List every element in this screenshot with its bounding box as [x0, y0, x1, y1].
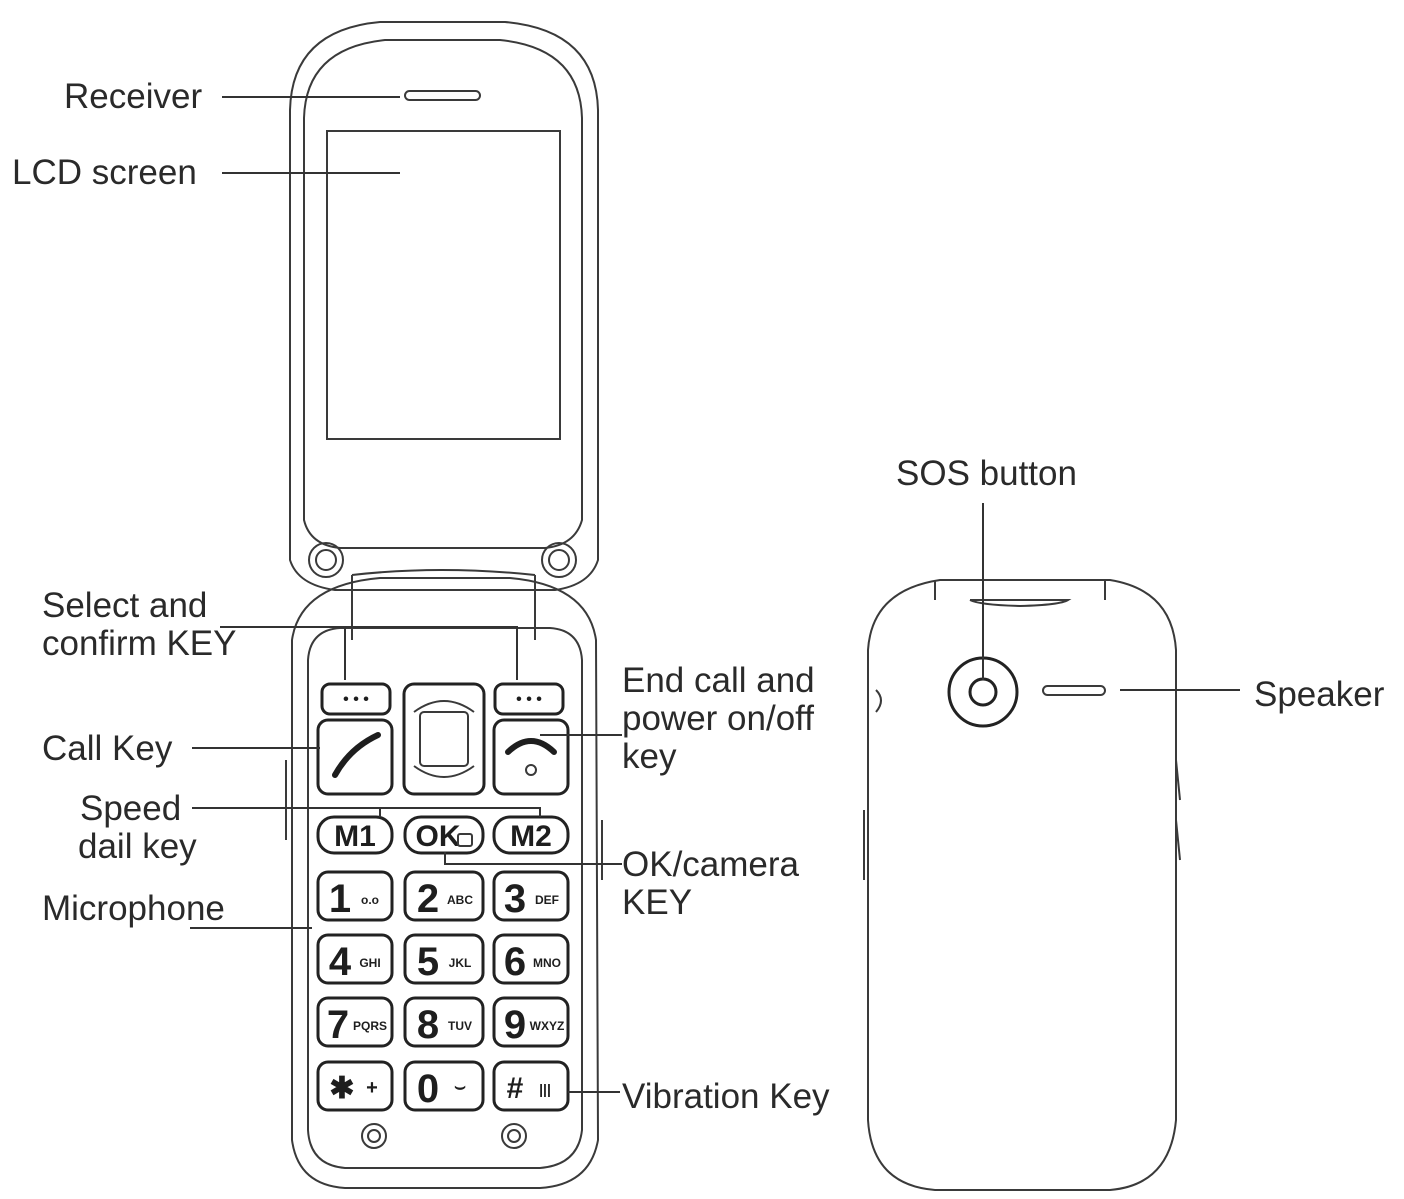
speaker-slot — [1042, 685, 1106, 696]
svg-text:⌣: ⌣ — [454, 1076, 466, 1096]
callout-labels: Receiver LCD screen Select and confirm K… — [12, 77, 1385, 1116]
key-3[interactable] — [492, 870, 570, 922]
label-speed-dial-1: Speed — [80, 789, 181, 828]
key-hash[interactable] — [492, 1060, 570, 1112]
label-ok-camera-2: KEY — [622, 883, 692, 922]
sos-button-center — [968, 677, 998, 707]
key-5[interactable] — [403, 933, 485, 985]
camera-icon — [457, 833, 473, 847]
svg-text:0: 0 — [417, 1067, 439, 1111]
label-microphone: Microphone — [42, 889, 225, 928]
m2-label: M2 — [510, 820, 552, 853]
svg-text:|||: ||| — [539, 1081, 551, 1097]
speed-dial-m1-key[interactable] — [316, 815, 394, 855]
hinge-right — [541, 542, 577, 578]
svg-text:GHI: GHI — [359, 956, 380, 970]
key-star[interactable] — [316, 1060, 394, 1112]
svg-text:JKL: JKL — [449, 956, 472, 970]
bottom-foot-right — [501, 1123, 527, 1149]
svg-text:5: 5 — [417, 940, 439, 984]
svg-text:PQRS: PQRS — [353, 1019, 387, 1033]
svg-text:✱: ✱ — [329, 1072, 354, 1105]
label-select-confirm-2: confirm KEY — [42, 624, 237, 663]
upper-lid-inner — [303, 39, 583, 549]
hinge-left — [308, 542, 344, 578]
svg-text:1: 1 — [329, 877, 351, 921]
phone-back-outline — [867, 579, 1177, 1191]
end-call-key[interactable] — [492, 718, 570, 796]
label-select-confirm-1: Select and — [42, 586, 207, 625]
svg-text:ABC: ABC — [447, 893, 473, 907]
label-end-call-2: power on/off — [622, 699, 814, 738]
label-sos-button: SOS button — [896, 454, 1077, 493]
label-call-key: Call Key — [42, 729, 173, 768]
label-speaker: Speaker — [1254, 675, 1385, 714]
key-0[interactable] — [403, 1060, 485, 1112]
key-8[interactable] — [403, 996, 485, 1048]
key-2[interactable] — [403, 870, 485, 922]
svg-text:3: 3 — [504, 877, 526, 921]
label-speed-dial-2: dail key — [78, 827, 197, 866]
svg-text:TUV: TUV — [448, 1019, 472, 1033]
key-4[interactable] — [316, 933, 394, 985]
svg-text:o.o: o.o — [361, 893, 379, 907]
speed-dial-m2-key[interactable] — [492, 815, 570, 855]
bottom-foot-left — [361, 1123, 387, 1149]
label-end-call-3: key — [622, 737, 677, 776]
svg-text:2: 2 — [417, 877, 439, 921]
svg-text:8: 8 — [417, 1003, 439, 1047]
label-lcd-screen: LCD screen — [12, 153, 197, 192]
label-end-call-1: End call and — [622, 661, 815, 700]
lcd-screen — [326, 130, 561, 440]
key-7[interactable] — [316, 996, 394, 1048]
receiver-slot — [404, 90, 481, 101]
svg-text:6: 6 — [504, 940, 526, 984]
lower-body-inner — [307, 627, 583, 1169]
svg-text:WXYZ: WXYZ — [530, 1019, 565, 1033]
svg-text:• • •: • • • — [516, 691, 542, 708]
lower-body-outline — [291, 577, 600, 1189]
ok-label: OK — [416, 820, 461, 853]
svg-text:MNO: MNO — [533, 956, 561, 970]
flip-phone: • • • • • • M1 OK M2 1 o.o 2 ABC 3 DEF — [285, 21, 603, 1189]
svg-text:7: 7 — [327, 1003, 349, 1047]
nav-pad[interactable] — [402, 682, 486, 796]
label-vibration-key: Vibration Key — [622, 1077, 830, 1116]
call-key[interactable] — [316, 718, 394, 796]
select-key-right[interactable] — [493, 682, 565, 716]
key-1[interactable] — [316, 870, 394, 922]
key-6[interactable] — [492, 933, 570, 985]
key-9[interactable] — [492, 996, 570, 1048]
svg-text:9: 9 — [504, 1003, 526, 1047]
upper-lid-outline — [289, 21, 599, 591]
label-receiver: Receiver — [64, 77, 202, 116]
svg-text:DEF: DEF — [535, 893, 559, 907]
phone-back — [863, 579, 1181, 1191]
call-icon — [332, 732, 381, 778]
svg-text:+: + — [366, 1077, 378, 1099]
leader-lines — [190, 96, 1240, 1093]
svg-text:• • •: • • • — [343, 691, 369, 708]
svg-text:4: 4 — [329, 940, 352, 984]
label-ok-camera-1: OK/camera — [622, 845, 800, 884]
m1-label: M1 — [334, 820, 376, 853]
end-call-icon — [505, 738, 557, 755]
select-key-left[interactable] — [320, 682, 392, 716]
svg-text:#: # — [507, 1072, 524, 1105]
